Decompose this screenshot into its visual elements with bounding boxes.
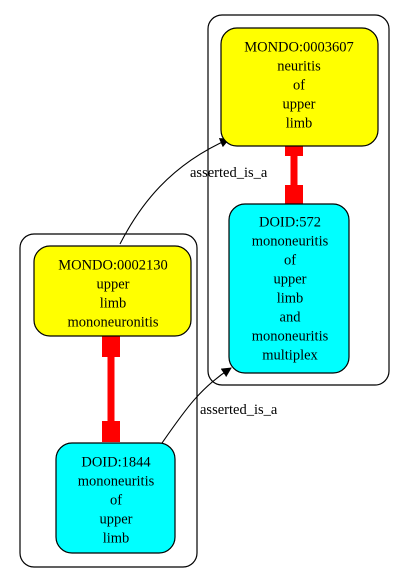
node-label-line: upper [282,96,315,112]
node-label-line: mononeuritis [252,328,329,344]
node-label-line: DOID:1844 [81,454,151,470]
node-label-line: of [110,492,122,508]
node-label-line: of [284,252,296,268]
node-label-line: limb [286,115,313,131]
node-mondo-0002130[interactable]: MONDO:0002130 upper limb mononeuronitis [33,245,192,337]
node-doid-1844[interactable]: DOID:1844 mononeuritis of upper limb [55,442,176,554]
node-label-line: DOID:572 [259,214,321,230]
node-mondo-0003607[interactable]: MONDO:0003607 neuritis of upper limb [220,27,379,147]
edge-label-1: asserted_is_a [190,165,268,181]
node-label-line: mononeuritis [252,233,329,249]
node-label-line: upper [96,276,129,292]
node-label-line: upper [99,511,132,527]
equivalence-edge-left [102,335,120,442]
node-label-line: mononeuronitis [67,314,158,330]
edge-doid1844-to-doid572 [161,367,232,444]
node-label-line: multiplex [262,347,318,363]
edge-label-2: asserted_is_a [200,402,278,418]
cluster-right [207,14,390,386]
equivalence-edge-right [285,138,303,205]
node-label-line: limb [103,530,130,546]
node-label-line: MONDO:0003607 [244,39,354,55]
node-label-line: MONDO:0002130 [58,257,168,273]
node-label-line: and [280,309,302,325]
node-label-line: limb [277,290,304,306]
node-doid-572[interactable]: DOID:572 mononeuritis of upper limb and monone… [228,203,350,374]
node-label-line: limb [100,295,127,311]
node-label-line: neuritis [277,58,321,74]
node-label-line: mononeuritis [78,473,155,489]
cluster-left [19,233,198,568]
node-label-line: of [293,77,305,93]
edge-mondo0002130-to-mondo0003607 [119,138,230,245]
node-label-line: upper [273,271,306,287]
